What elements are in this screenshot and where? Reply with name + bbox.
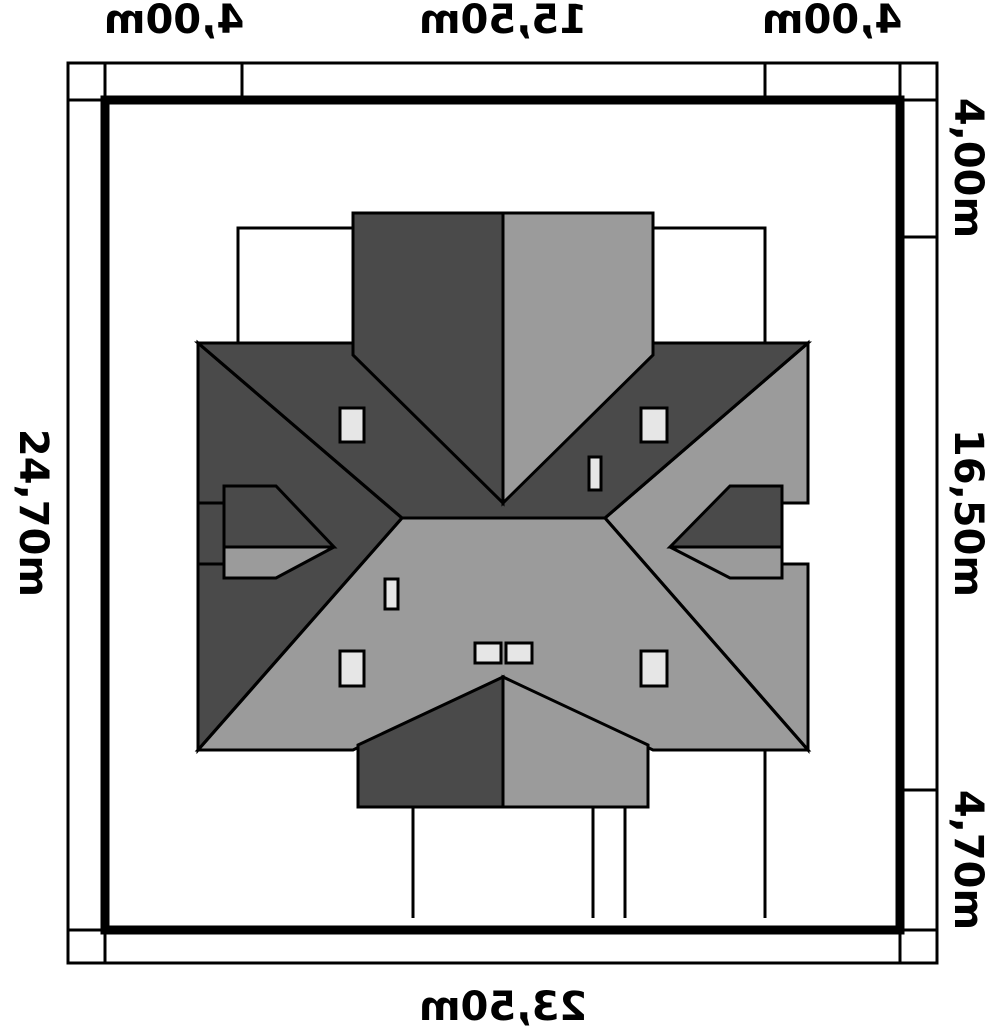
hip-line-se: [603, 517, 810, 751]
hip-line-nw: [197, 341, 403, 520]
skylight-5: [338, 649, 366, 688]
dim-top-right: 4,00m: [762, 0, 902, 43]
wall-top-right: [653, 226, 767, 343]
plot-outer-border: [66, 61, 939, 965]
dim-left: 24,70m: [10, 429, 56, 597]
roof-right-dormer-bottom: [669, 545, 784, 580]
wall-lines: [236, 226, 767, 918]
dim-right-bottom: 4,70m: [945, 790, 991, 930]
wall-top-left: [236, 226, 353, 343]
plot-frame: [66, 61, 939, 965]
skylight-7: [473, 641, 503, 665]
building-line: [100, 95, 905, 935]
skylight-3: [587, 455, 603, 492]
skylight-2: [639, 406, 669, 444]
skylights: [338, 406, 669, 688]
dim-bottom: 23,50m: [419, 984, 587, 1030]
roof-porch-right: [501, 674, 650, 809]
dim-right-top: 4,00m: [945, 98, 991, 238]
hip-line-sw: [196, 517, 404, 751]
hip-line-ne: [604, 341, 809, 520]
skylight-4: [383, 577, 400, 611]
dim-top-left: 4,00m: [104, 0, 244, 43]
dim-top-center: 15,50m: [419, 0, 587, 43]
dim-right-center: 16,50m: [945, 429, 991, 597]
roof-left-dormer-bottom: [222, 545, 335, 580]
skylight-8: [504, 641, 534, 665]
roof: [193, 211, 813, 809]
skylight-6: [639, 649, 669, 688]
roof-top-gable-right: [501, 211, 655, 507]
skylight-1: [338, 406, 366, 444]
dimension-labels: 4,00m 15,50m 4,00m 23,50m 24,70m 4,00m 1…: [10, 0, 991, 1030]
